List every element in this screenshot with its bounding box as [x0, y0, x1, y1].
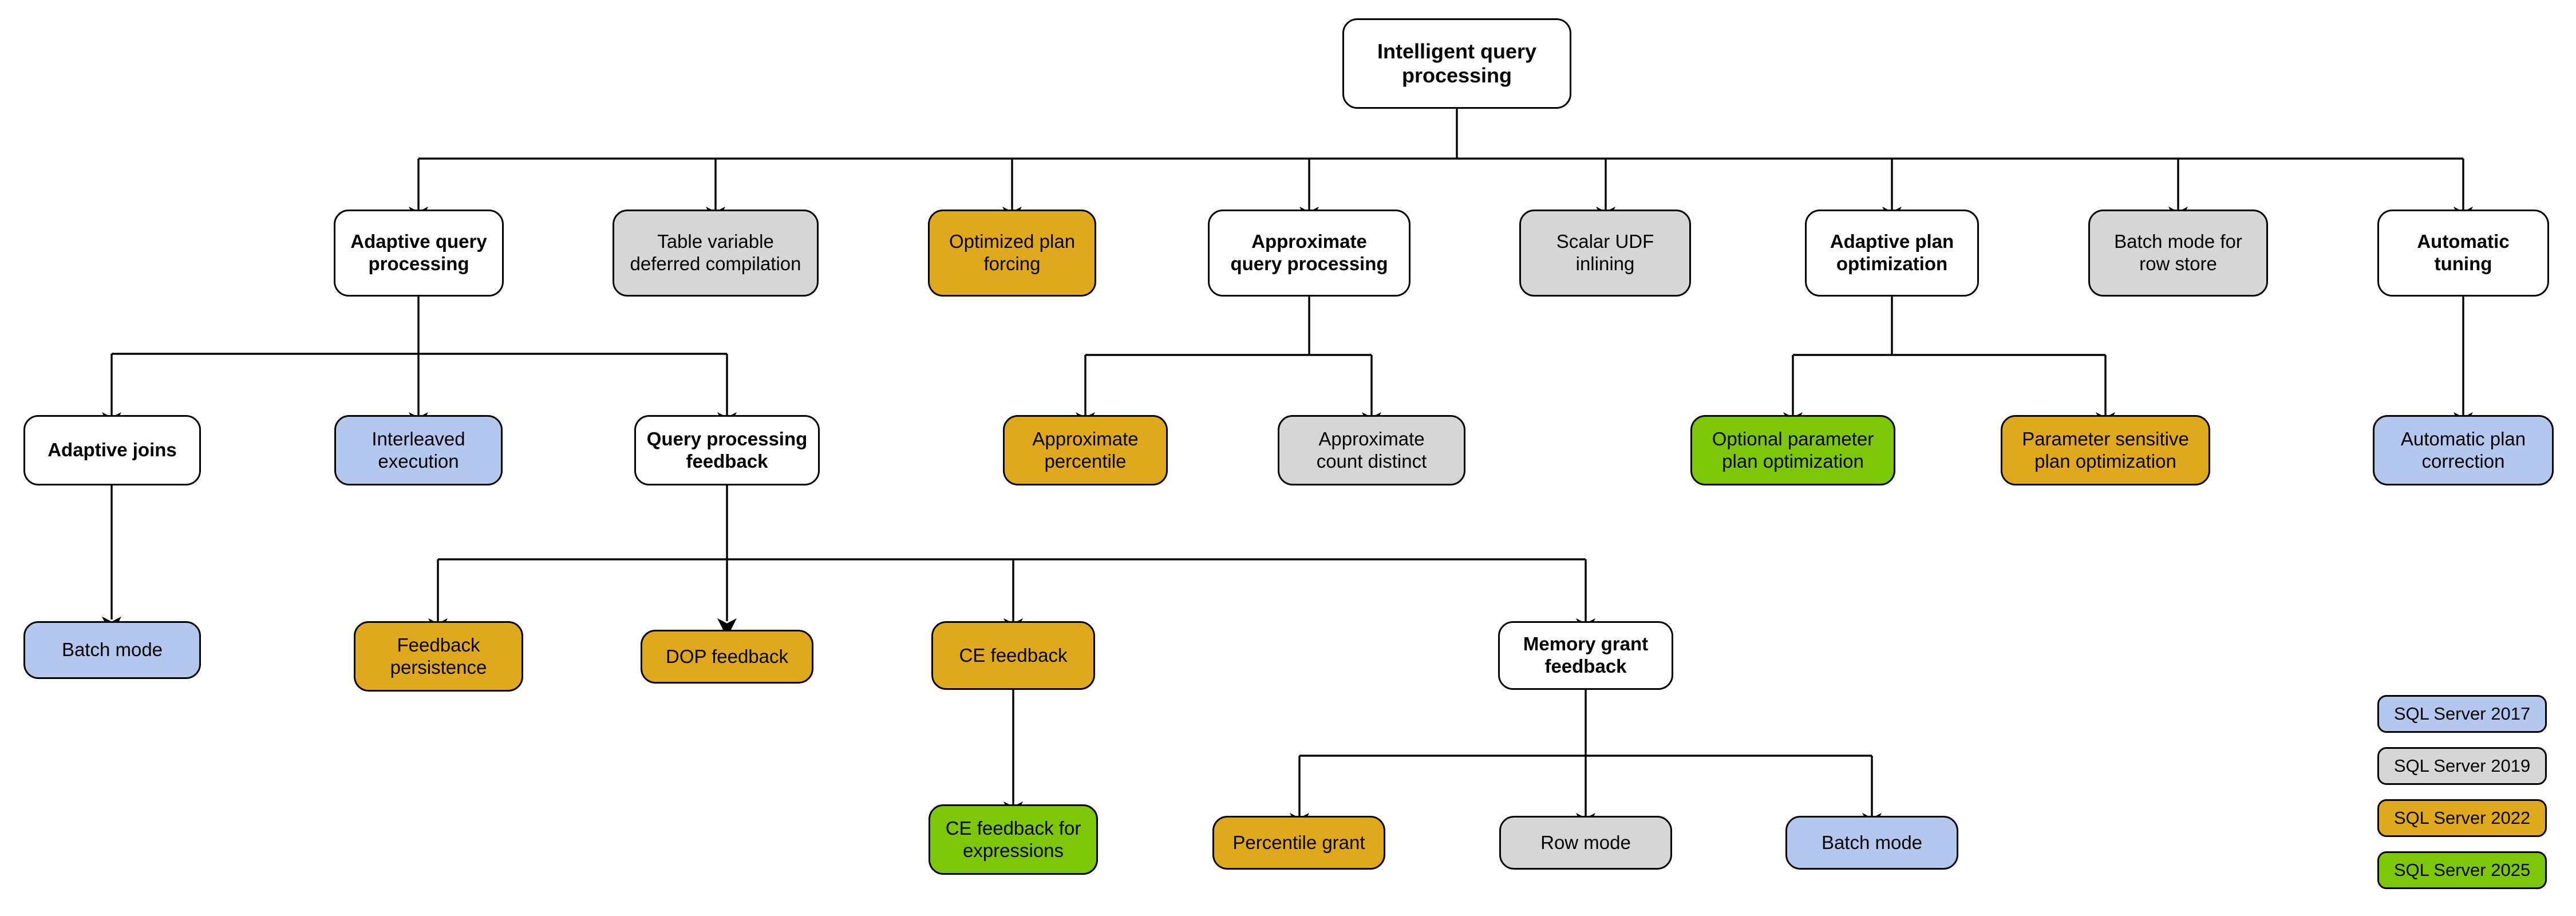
node-parameter-sensitive-plan-optimization[interactable]: Parameter sensitive plan optimization: [2001, 415, 2210, 485]
legend-label: SQL Server 2022: [2393, 808, 2531, 828]
legend-item-sql-server-2019[interactable]: SQL Server 2019: [2377, 747, 2547, 785]
node-label: Optional parameter plan optimization: [1712, 428, 1874, 472]
node-label: Automatic tuning: [2417, 231, 2510, 274]
node-automatic-tuning[interactable]: Automatic tuning: [2377, 210, 2549, 297]
node-label: Interleaved execution: [372, 428, 465, 472]
node-label: Query processing feedback: [646, 428, 808, 472]
node-label: Batch mode: [61, 639, 163, 661]
node-feedback-persistence[interactable]: Feedback persistence: [354, 621, 523, 692]
node-label: Batch mode for row store: [2114, 231, 2242, 274]
node-label: CE feedback: [959, 644, 1068, 666]
node-approximate-query-processing[interactable]: Approximate query processing: [1208, 210, 1411, 297]
node-approximate-percentile[interactable]: Approximate percentile: [1003, 415, 1168, 485]
node-label: Batch mode: [1821, 831, 1923, 853]
node-label: Automatic plan correction: [2400, 428, 2526, 472]
legend-label: SQL Server 2025: [2393, 860, 2531, 880]
node-label: CE feedback for expressions: [945, 817, 1081, 861]
node-approximate-count-distinct[interactable]: Approximate count distinct: [1278, 415, 1465, 485]
node-memory-grant-feedback[interactable]: Memory grant feedback: [1498, 621, 1673, 690]
node-batch-mode-for-row-store[interactable]: Batch mode for row store: [2088, 210, 2268, 297]
node-adaptive-query-processing[interactable]: Adaptive query processing: [334, 210, 504, 297]
node-label: Row mode: [1540, 831, 1631, 853]
node-adaptive-joins[interactable]: Adaptive joins: [23, 415, 201, 485]
node-label: Approximate query processing: [1230, 231, 1388, 274]
node-label: Percentile grant: [1232, 831, 1365, 853]
node-automatic-plan-correction[interactable]: Automatic plan correction: [2373, 415, 2554, 485]
node-adaptive-plan-optimization[interactable]: Adaptive plan optimization: [1805, 210, 1979, 297]
node-row-mode[interactable]: Row mode: [1499, 816, 1672, 870]
node-batch-mode-memory-grant[interactable]: Batch mode: [1785, 816, 1958, 870]
node-percentile-grant[interactable]: Percentile grant: [1212, 816, 1385, 870]
node-label: Intelligent query processing: [1377, 39, 1537, 87]
node-intelligent-query-processing[interactable]: Intelligent query processing: [1342, 18, 1571, 109]
node-label: Feedback persistence: [390, 634, 487, 678]
legend-label: SQL Server 2019: [2393, 756, 2531, 776]
node-table-variable-deferred-compilation[interactable]: Table variable deferred compilation: [613, 210, 819, 297]
node-ce-feedback-for-expressions[interactable]: CE feedback for expressions: [929, 804, 1098, 875]
node-label: Parameter sensitive plan optimization: [2022, 428, 2189, 472]
node-ce-feedback[interactable]: CE feedback: [931, 621, 1095, 690]
node-label: Approximate percentile: [1032, 428, 1139, 472]
node-label: DOP feedback: [665, 645, 789, 667]
node-label: Memory grant feedback: [1523, 633, 1649, 677]
node-label: Adaptive joins: [48, 439, 177, 461]
legend-item-sql-server-2022[interactable]: SQL Server 2022: [2377, 799, 2547, 837]
node-label: Adaptive plan optimization: [1830, 231, 1954, 274]
node-label: Scalar UDF inlining: [1556, 231, 1654, 274]
node-optional-parameter-plan-optimization[interactable]: Optional parameter plan optimization: [1690, 415, 1895, 485]
node-dop-feedback[interactable]: DOP feedback: [641, 630, 813, 684]
node-query-processing-feedback[interactable]: Query processing feedback: [634, 415, 820, 485]
node-interleaved-execution[interactable]: Interleaved execution: [334, 415, 503, 485]
node-optimized-plan-forcing[interactable]: Optimized plan forcing: [928, 210, 1096, 297]
node-label: Adaptive query processing: [350, 231, 487, 274]
legend-item-sql-server-2017[interactable]: SQL Server 2017: [2377, 695, 2547, 733]
legend-item-sql-server-2025[interactable]: SQL Server 2025: [2377, 851, 2547, 889]
node-label: Approximate count distinct: [1316, 428, 1427, 472]
node-label: Optimized plan forcing: [949, 231, 1076, 274]
legend-label: SQL Server 2017: [2393, 704, 2531, 724]
node-batch-mode-adaptive-joins[interactable]: Batch mode: [23, 621, 201, 679]
node-scalar-udf-inlining[interactable]: Scalar UDF inlining: [1519, 210, 1691, 297]
node-label: Table variable deferred compilation: [630, 231, 801, 274]
